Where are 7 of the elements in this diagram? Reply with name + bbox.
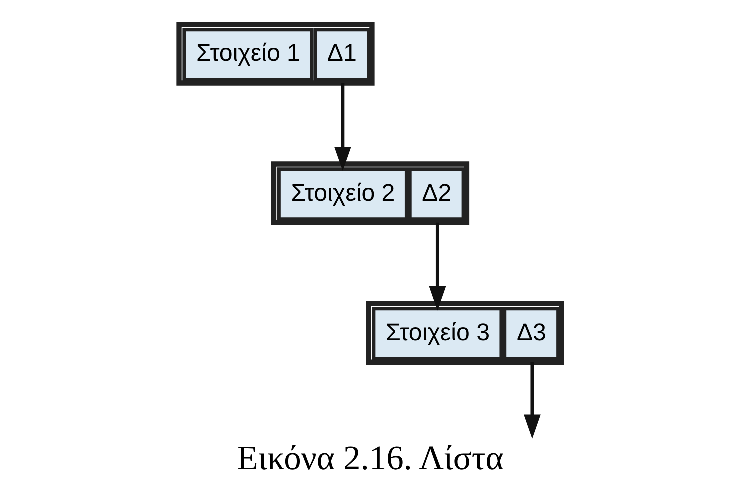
arrow [428, 222, 446, 311]
node-box: Στοιχείο 3 Δ3 [366, 301, 564, 365]
arrow [524, 362, 540, 439]
node-box: Στοιχείο 1 Δ1 [176, 22, 374, 86]
arrow [334, 83, 351, 172]
caption: Εικόνα 2.16. Λίστα [236, 440, 504, 478]
node-box: Στοιχείο 2 Δ2 [270, 162, 470, 226]
